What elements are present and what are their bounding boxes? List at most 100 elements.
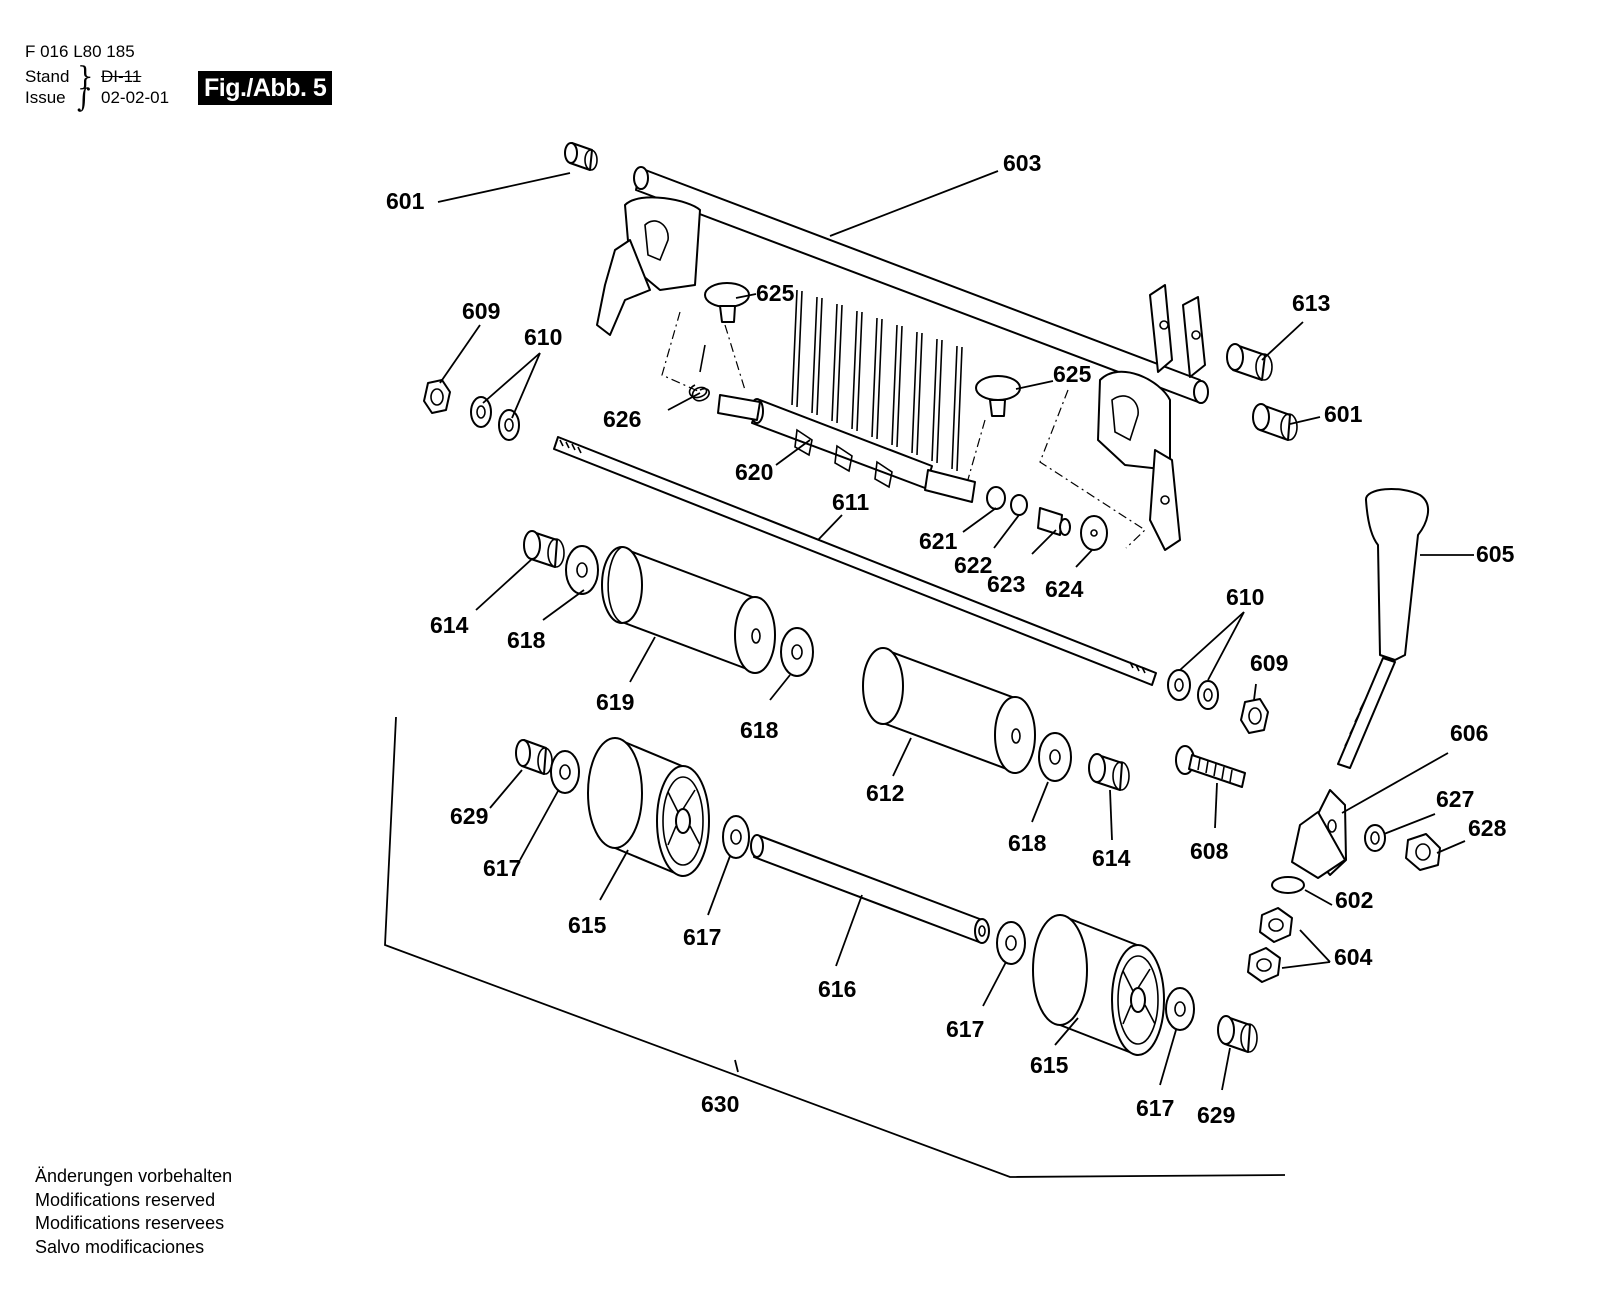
callout-617-a: 617 [483,855,521,881]
callout-623: 623 [987,571,1025,597]
washer-624 [1080,515,1108,551]
callout-617-b: 617 [683,924,721,950]
callout-614-left: 614 [430,612,469,638]
shaft-611 [553,436,1157,686]
wheel-615-left [587,737,710,877]
thumb-screw-625-right [975,375,1021,417]
washer-618-a [565,545,599,595]
callout-626: 626 [603,406,641,432]
callout-625-right: 625 [1053,361,1092,387]
callout-612: 612 [866,780,904,806]
notice-english: Modifications reserved [35,1189,216,1210]
washer-627 [1364,824,1386,852]
bushing-629-right [1217,1015,1258,1053]
callout-622: 622 [954,552,992,578]
bracket-606 [1291,789,1347,879]
callout-614-right: 614 [1092,845,1131,871]
washer-602 [1271,876,1305,894]
callout-605: 605 [1476,541,1515,567]
callout-603: 603 [1003,150,1041,176]
document-number: F 016 L80 185 [25,42,135,61]
callout-618-right: 618 [1008,830,1047,856]
callout-618-left: 618 [507,627,546,653]
callout-619: 619 [596,689,634,715]
issue-date: 02-02-01 [101,88,170,107]
washer-617-c [996,921,1026,965]
notice-spanish: Salvo modificaciones [35,1236,205,1257]
callout-621: 621 [919,528,958,554]
washer-617-a [550,750,580,794]
callout-624: 624 [1045,576,1084,602]
callout-604: 604 [1334,944,1373,970]
callout-618-middle: 618 [740,717,779,743]
frame-603 [596,166,1209,551]
washer-617-b [722,815,750,859]
roller-612 [862,647,1036,774]
callout-627: 627 [1436,786,1474,812]
callout-609-left: 609 [462,298,500,324]
notice-french: Modifications reservees [35,1213,225,1233]
callout-625-left: 625 [756,280,795,306]
thumb-screw-625-left [704,282,750,323]
stand-value-struck: DI-11 [101,67,142,86]
washer-610-left-b [498,409,520,441]
callout-613: 613 [1292,290,1330,316]
notice-german: Änderungen vorbehalten [35,1166,233,1186]
callout-617-d: 617 [1136,1095,1174,1121]
nut-604-b [1247,947,1281,983]
callout-608: 608 [1190,838,1229,864]
comb-bar-620 [717,289,976,503]
bolt-608 [1175,745,1246,788]
washer-610-left-a [470,396,492,428]
callout-609-right: 609 [1250,650,1288,676]
callout-601-left: 601 [386,188,425,214]
callout-628: 628 [1468,815,1507,841]
callout-620: 620 [735,459,773,485]
issue-label: Issue [25,88,66,107]
callout-629-right: 629 [1197,1102,1235,1128]
bushing-614-left [523,530,565,568]
figure-badge: Fig./Abb. 5 [198,71,333,105]
leader-lines [437,170,1474,1091]
brace-bottom-icon: ∫ [77,84,91,114]
callout-617-c: 617 [946,1016,984,1042]
bushing-613 [1226,343,1273,381]
axle-616 [750,834,990,944]
washer-610-right-b [1197,680,1219,710]
spring-622 [1010,494,1028,516]
nut-609-right [1240,698,1269,734]
bushing-629-left [515,739,553,775]
assembly-bracket-630 [384,716,1286,1178]
stand-label: Stand [25,67,70,86]
pin-623 [1037,507,1071,536]
washer-610-right-a [1167,669,1191,701]
callout-606: 606 [1450,720,1488,746]
handle-605 [1337,488,1430,769]
roller-619 [601,546,776,674]
callout-615-right: 615 [1030,1052,1069,1078]
washer-618-c [1038,732,1072,782]
nut-628 [1405,833,1441,871]
callout-616: 616 [818,976,856,1002]
callout-610-right: 610 [1226,584,1264,610]
callout-610-left: 610 [524,324,562,350]
washer-621 [986,486,1006,510]
callout-611: 611 [832,489,869,515]
washer-617-d [1165,987,1195,1031]
bushing-601-right [1252,403,1298,441]
washer-618-b [780,627,814,677]
callout-630: 630 [701,1091,739,1117]
callout-615-left: 615 [568,912,607,938]
modifications-notice: Änderungen vorbehalten Modifications res… [35,1165,232,1259]
bushing-601-left [564,142,598,171]
brace-top-icon: } [77,62,94,92]
callout-601-right: 601 [1324,401,1363,427]
nut-604-a [1259,907,1293,943]
callout-629-left: 629 [450,803,488,829]
nut-609-left [423,379,451,414]
wheel-615-right [1032,914,1165,1056]
bushing-614-right [1088,753,1130,791]
callout-602: 602 [1335,887,1373,913]
